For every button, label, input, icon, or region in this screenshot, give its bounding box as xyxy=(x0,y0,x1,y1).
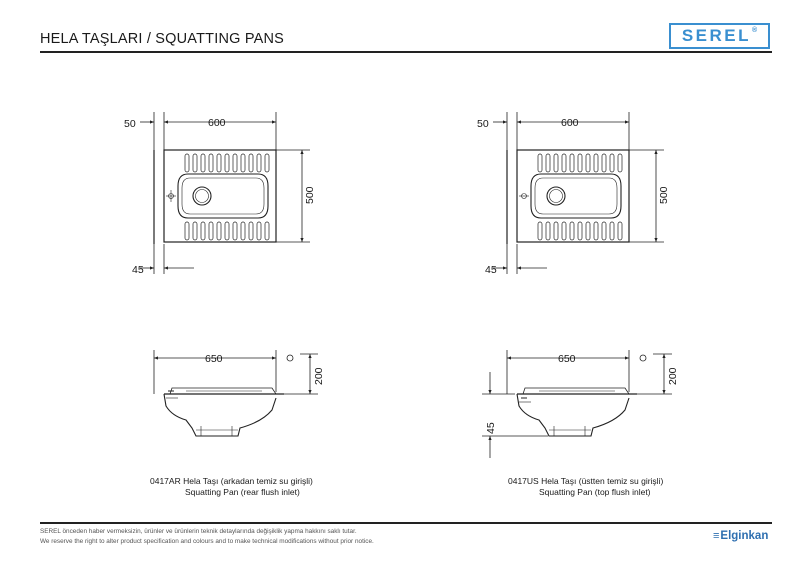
elginkan-logo: ≡Elginkan xyxy=(713,530,768,542)
dim-depth-0417ar: 500 xyxy=(304,186,316,204)
disclaimer-tr: SEREL önceden haber vermeksizin, ürünler… xyxy=(40,528,357,535)
dim-inlet-0417ar: 45 xyxy=(132,264,144,276)
disclaimer: SEREL önceden haber vermeksizin, ürünler… xyxy=(40,527,374,547)
footer-divider xyxy=(40,522,772,524)
caption-en-0417ar: Squatting Pan (rear flush inlet) xyxy=(185,487,300,497)
dim-drop-0417us: 45 xyxy=(485,422,497,434)
serel-logo: SEREL® xyxy=(669,23,770,49)
logo-text: SEREL xyxy=(681,26,751,45)
brand-name: Elginkan xyxy=(720,530,769,542)
disclaimer-en: We reserve the right to alter product sp… xyxy=(40,538,374,545)
caption-0417us: 0417US Hela Taşı (üstten temiz su girişl… xyxy=(508,475,663,487)
elginkan-mark-icon: ≡ xyxy=(713,530,720,542)
product-name-tr: Hela Taşı (üstten temiz su girişli) xyxy=(541,476,664,486)
dim-width-0417us: 600 xyxy=(561,117,579,129)
product-code: 0417US xyxy=(508,476,539,486)
dim-depth-0417us: 500 xyxy=(658,186,670,204)
dim-offset-0417ar: 50 xyxy=(124,118,136,130)
dim-height-0417us: 200 xyxy=(667,367,679,385)
dim-offset-0417us: 50 xyxy=(477,118,489,130)
dim-width-0417ar: 600 xyxy=(208,117,226,129)
dim-length-0417us: 650 xyxy=(558,353,576,365)
caption-0417ar: 0417AR Hela Taşı (arkadan temiz su giriş… xyxy=(150,475,313,487)
dim-height-0417ar: 200 xyxy=(313,367,325,385)
side-view-0417ar xyxy=(153,350,318,437)
registered-mark: ® xyxy=(752,26,758,34)
product-name-tr: Hela Taşı (arkadan temiz su girişli) xyxy=(183,476,313,486)
page-title: HELA TAŞLARI / SQUATTING PANS xyxy=(40,31,285,47)
header-divider xyxy=(40,51,772,53)
product-code: 0417AR xyxy=(150,476,181,486)
plan-view-0417us xyxy=(493,112,664,274)
plan-view-0417ar xyxy=(140,112,310,274)
side-view-0417us xyxy=(482,350,672,458)
dim-inlet-0417us: 45 xyxy=(485,264,497,276)
dim-length-0417ar: 650 xyxy=(205,353,223,365)
caption-en-0417us: Squatting Pan (top flush inlet) xyxy=(539,487,651,497)
